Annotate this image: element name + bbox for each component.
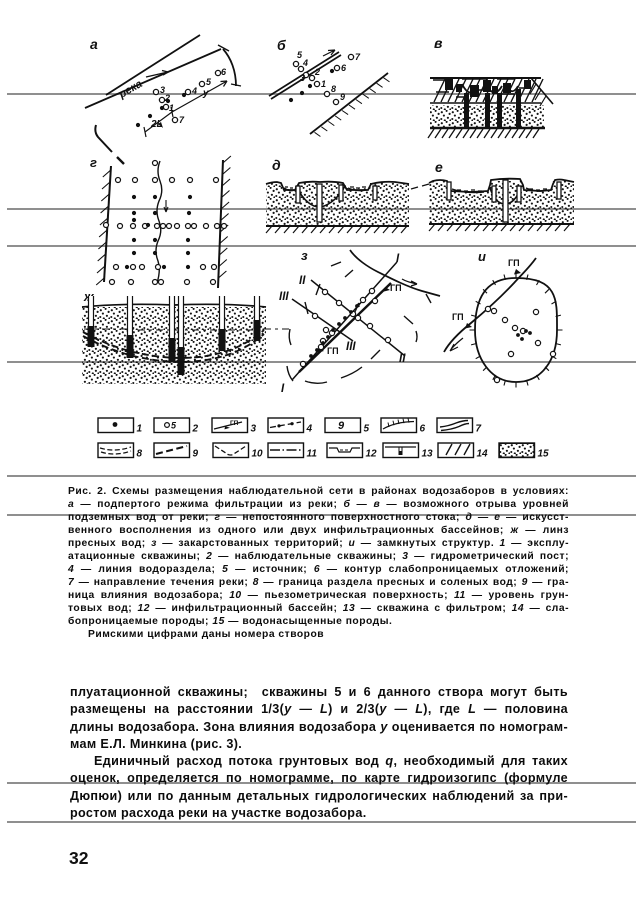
svg-text:7: 7 (476, 424, 482, 435)
svg-text:2L: 2L (150, 119, 163, 130)
svg-text:река: река (116, 78, 144, 101)
svg-text:I: I (396, 253, 400, 265)
svg-text:II: II (399, 353, 406, 365)
svg-text:I: I (281, 383, 285, 395)
svg-text:9: 9 (193, 449, 199, 460)
svg-text:д: д (272, 157, 281, 173)
svg-text:2: 2 (192, 424, 199, 435)
svg-text:2: 2 (164, 93, 170, 103)
svg-text:1: 1 (169, 103, 174, 113)
svg-text:4: 4 (191, 86, 197, 96)
svg-text:в: в (434, 35, 443, 51)
svg-text:5: 5 (206, 77, 212, 87)
svg-text:13: 13 (422, 449, 434, 460)
svg-text:и: и (478, 249, 486, 264)
svg-text:ГП: ГП (390, 283, 402, 293)
svg-text:10: 10 (252, 449, 264, 460)
svg-text:6: 6 (341, 63, 347, 73)
svg-text:3: 3 (251, 424, 257, 435)
svg-text:14: 14 (477, 449, 489, 460)
svg-text:у: у (202, 88, 209, 99)
svg-text:3: 3 (300, 73, 305, 83)
svg-text:II: II (299, 275, 306, 287)
svg-text:6: 6 (420, 424, 426, 435)
svg-text:ГП: ГП (452, 312, 464, 322)
svg-text:9: 9 (340, 92, 345, 102)
svg-text:9: 9 (338, 420, 345, 432)
svg-text:5: 5 (171, 421, 177, 431)
svg-text:6: 6 (221, 67, 227, 77)
svg-text:1: 1 (321, 79, 326, 89)
svg-text:III: III (346, 341, 356, 353)
svg-text:1: 1 (137, 424, 143, 435)
svg-text:11: 11 (307, 449, 318, 460)
svg-text:ГП: ГП (327, 346, 339, 356)
svg-text:4: 4 (306, 424, 313, 435)
svg-text:2: 2 (314, 67, 320, 77)
svg-text:12: 12 (366, 449, 378, 460)
svg-text:4: 4 (302, 58, 308, 68)
svg-text:15: 15 (538, 449, 550, 460)
svg-text:б: б (277, 37, 286, 53)
svg-text:г: г (90, 155, 97, 170)
svg-text:е: е (435, 159, 443, 175)
svg-text:5: 5 (364, 424, 370, 435)
svg-text:3: 3 (160, 85, 165, 95)
svg-text:7: 7 (355, 52, 361, 62)
svg-text:ГП: ГП (508, 258, 520, 268)
svg-text:5: 5 (297, 50, 303, 60)
svg-text:III: III (279, 291, 289, 303)
svg-text:з: з (301, 248, 308, 263)
svg-text:8: 8 (137, 449, 143, 460)
svg-text:8: 8 (331, 84, 336, 94)
svg-text:а: а (90, 36, 98, 52)
svg-text:ГП: ГП (230, 420, 239, 427)
svg-text:7: 7 (179, 115, 185, 125)
